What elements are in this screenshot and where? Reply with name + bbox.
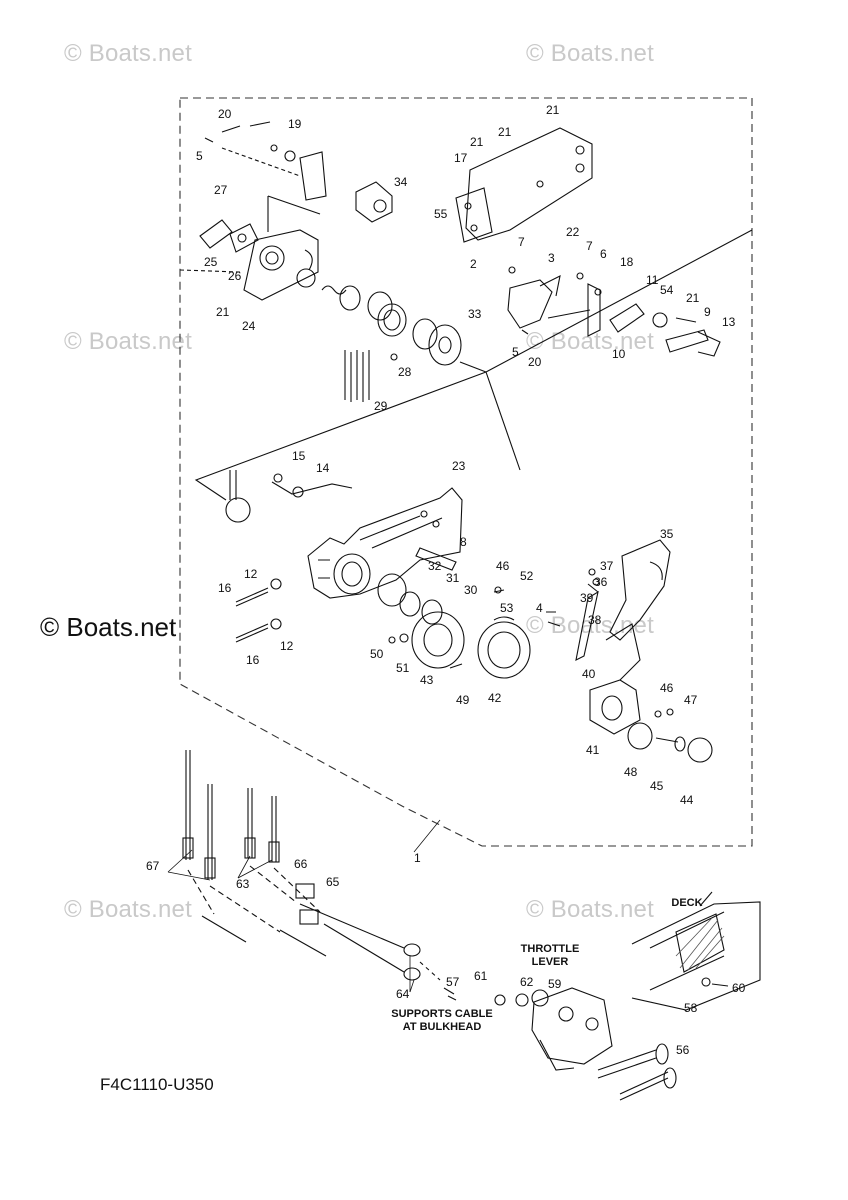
callout-5: 5 xyxy=(196,149,203,163)
callout-57: 57 xyxy=(446,975,460,989)
callout-37: 37 xyxy=(600,559,614,573)
callout-49: 49 xyxy=(456,693,470,707)
callout-45: 45 xyxy=(650,779,664,793)
callout-42: 42 xyxy=(488,691,502,705)
callout-43: 43 xyxy=(420,673,434,687)
callout-21: 21 xyxy=(470,135,484,149)
callout-61: 61 xyxy=(474,969,488,983)
callout-26: 26 xyxy=(228,269,242,283)
callout-4: 4 xyxy=(536,601,543,615)
callout-2: 2 xyxy=(470,257,477,271)
callout-18: 18 xyxy=(620,255,634,269)
throttle-lever-line-1: THROTTLE xyxy=(520,943,580,955)
callout-60: 60 xyxy=(732,981,746,995)
diagram-code: F4C1110-U350 xyxy=(100,1075,214,1094)
callout-21: 21 xyxy=(498,125,512,139)
callout-46: 46 xyxy=(660,681,674,695)
callout-19: 19 xyxy=(288,117,302,131)
supports-cable-line-2: AT BULKHEAD xyxy=(402,1021,482,1033)
callout-7: 7 xyxy=(586,239,593,253)
callout-6: 6 xyxy=(600,247,607,261)
callout-21: 21 xyxy=(686,291,700,305)
callout-48: 48 xyxy=(624,765,638,779)
callout-54: 54 xyxy=(660,283,674,297)
callout-53: 53 xyxy=(500,601,514,615)
callout-65: 65 xyxy=(326,875,340,889)
callout-66: 66 xyxy=(294,857,308,871)
callout-46: 46 xyxy=(496,559,510,573)
watermark: © Boats.net xyxy=(526,40,654,67)
watermark: © Boats.net xyxy=(526,328,654,355)
callout-59: 59 xyxy=(548,977,562,991)
callout-29: 29 xyxy=(374,399,388,413)
callout-16: 16 xyxy=(218,581,232,595)
callout-13: 13 xyxy=(722,315,736,329)
callout-12: 12 xyxy=(244,567,258,581)
throttle-lever-label: THROTTLE LEVER xyxy=(510,943,590,969)
callout-25: 25 xyxy=(204,255,218,269)
callout-22: 22 xyxy=(566,225,580,239)
callout-20: 20 xyxy=(528,355,542,369)
callout-8: 8 xyxy=(460,535,467,549)
supports-cable-label: SUPPORTS CABLE AT BULKHEAD xyxy=(386,1008,498,1034)
callout-32: 32 xyxy=(428,559,442,573)
callout-67: 67 xyxy=(146,859,160,873)
callout-21: 21 xyxy=(216,305,230,319)
callout-51: 51 xyxy=(396,661,410,675)
deck-label: DECK xyxy=(671,897,703,909)
callout-1: 1 xyxy=(414,851,421,865)
callout-44: 44 xyxy=(680,793,694,807)
throttle-lever-line-2: LEVER xyxy=(531,956,569,968)
callout-35: 35 xyxy=(660,527,674,541)
callout-64: 64 xyxy=(396,987,410,1001)
callout-41: 41 xyxy=(586,743,600,757)
callout-3: 3 xyxy=(548,251,555,265)
callout-56: 56 xyxy=(676,1043,690,1057)
callout-21: 21 xyxy=(546,103,560,117)
callout-33: 33 xyxy=(468,307,482,321)
watermark: © Boats.net xyxy=(64,328,192,355)
callout-47: 47 xyxy=(684,693,698,707)
callout-27: 27 xyxy=(214,183,228,197)
callout-11: 11 xyxy=(646,273,659,287)
callout-24: 24 xyxy=(242,319,256,333)
callout-15: 15 xyxy=(292,449,306,463)
callout-52: 52 xyxy=(520,569,534,583)
callout-23: 23 xyxy=(452,459,466,473)
callout-7: 7 xyxy=(518,235,525,249)
callout-63: 63 xyxy=(236,877,250,891)
callout-55: 55 xyxy=(434,207,448,221)
callout-17: 17 xyxy=(454,151,468,165)
callout-34: 34 xyxy=(394,175,408,189)
callout-12: 12 xyxy=(280,639,294,653)
callout-5: 5 xyxy=(512,345,519,359)
callout-30: 30 xyxy=(464,583,478,597)
callout-14: 14 xyxy=(316,461,330,475)
callout-9: 9 xyxy=(704,305,711,319)
callout-28: 28 xyxy=(398,365,412,379)
callout-40: 40 xyxy=(582,667,596,681)
callout-16: 16 xyxy=(246,653,260,667)
callout-36: 36 xyxy=(594,575,608,589)
callout-39: 39 xyxy=(580,591,594,605)
callout-58: 58 xyxy=(684,1001,698,1015)
callout-50: 50 xyxy=(370,647,384,661)
watermark: © Boats.net xyxy=(64,40,192,67)
callout-20: 20 xyxy=(218,107,232,121)
watermark-prominent: © Boats.net xyxy=(40,612,177,642)
callout-62: 62 xyxy=(520,975,534,989)
callout-38: 38 xyxy=(588,613,602,627)
callout-10: 10 xyxy=(612,347,626,361)
supports-cable-line-1: SUPPORTS CABLE xyxy=(391,1008,493,1020)
callout-31: 31 xyxy=(446,571,460,585)
watermark: © Boats.net xyxy=(64,896,192,923)
watermark: © Boats.net xyxy=(526,896,654,923)
